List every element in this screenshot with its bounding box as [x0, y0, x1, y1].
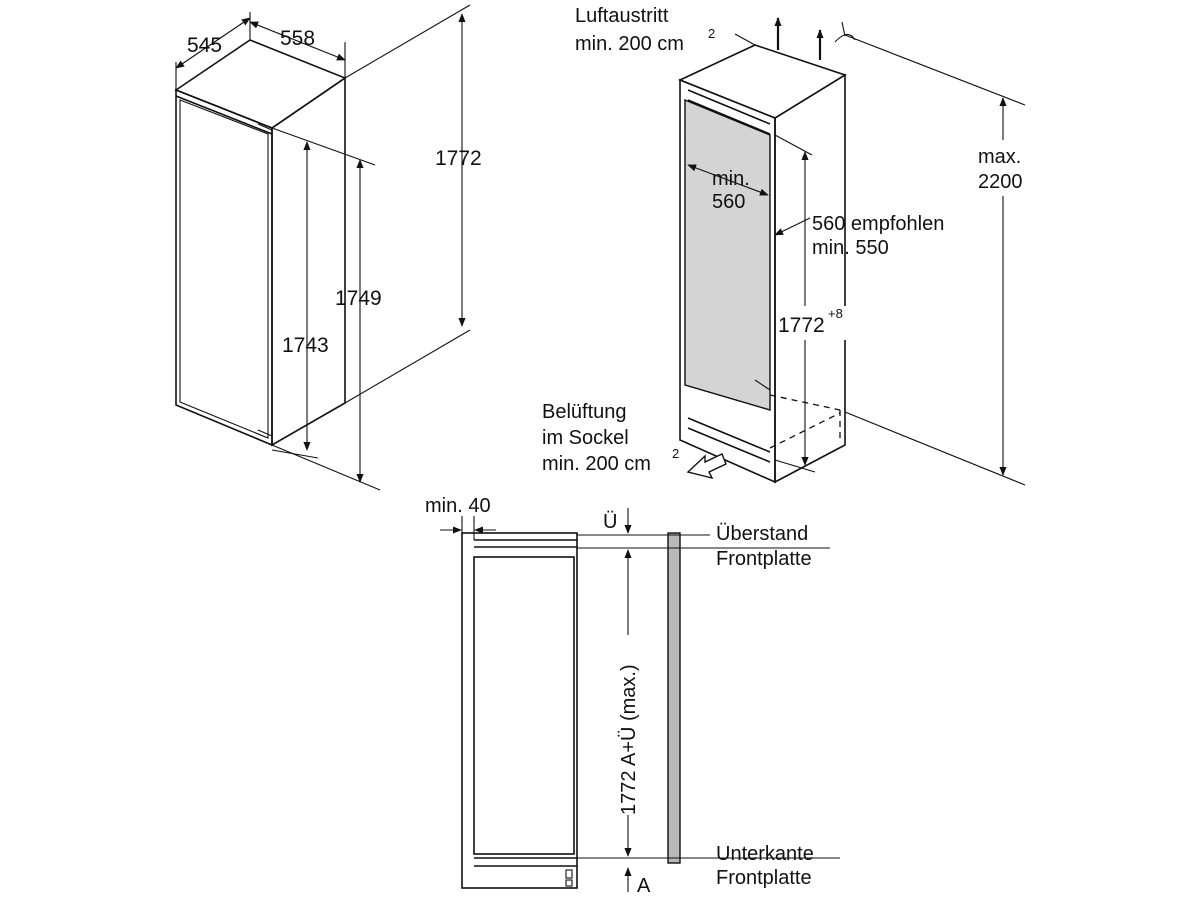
ventilation-line1: Belüftung [542, 401, 627, 423]
max-height-line2: 2200 [978, 171, 1023, 193]
ventilation-line2: im Sockel [542, 427, 629, 449]
side-height-label: 1749 [335, 287, 382, 310]
niche-cabinet [677, 44, 847, 484]
total-height-dimension: 1772 [344, 4, 482, 404]
door-height-label: 1743 [282, 334, 329, 357]
ventilation-line3: min. 200 cm [542, 453, 651, 475]
ventilation-arrow [686, 453, 727, 480]
door-height-dimension: 1743 [271, 141, 329, 459]
overhang-dimension: Ü Überstand Frontplatte [603, 508, 812, 570]
niche-back-wall [684, 98, 771, 411]
air-outlet-sup: 2 [708, 26, 715, 41]
total-height-label: 1772 [435, 147, 482, 170]
niche-depth-line1: 560 empfohlen [812, 213, 944, 235]
overhang-symbol: Ü [603, 511, 617, 533]
ventilation-sup: 2 [672, 446, 679, 461]
front-panel [667, 532, 681, 864]
niche-height-label: 1772 [778, 314, 825, 337]
niche-view: Luftaustritt min. 200 cm 2 min. 560 560 … [542, 5, 1037, 486]
appliance-body [174, 39, 347, 447]
niche-width-line1: min. [712, 168, 750, 190]
appliance-view: 545 558 1772 1749 1743 [174, 4, 482, 491]
gap-label: min. 40 [425, 495, 491, 517]
appliance-section [473, 539, 577, 887]
cabinet-wall [461, 532, 578, 889]
side-height-dimension: 1749 [271, 127, 382, 491]
depth-dimension: 545 [175, 12, 251, 90]
niche-width-line2: 560 [712, 191, 745, 213]
depth-label: 545 [187, 34, 222, 57]
lower-edge-label-line2: Frontplatte [716, 867, 812, 889]
air-outlet-line2: min. 200 cm [575, 33, 684, 55]
vertical-dimension-label: 1772 A+Ü (max.) [618, 664, 640, 815]
niche-depth-dimension: 560 empfohlen min. 550 [774, 213, 944, 259]
overhang-label-line2: Frontplatte [716, 548, 812, 570]
gap-dimension: min. 40 [425, 495, 496, 540]
front-view: min. 40 Ü Überstand Frontplatte 1772 A+Ü… [425, 495, 840, 897]
width-dimension: 558 [249, 21, 346, 78]
niche-height-dimension: 1772 +8 [774, 134, 846, 473]
width-label: 558 [280, 27, 315, 50]
lower-edge-label-line1: Unterkante [716, 843, 814, 865]
air-outlet: Luftaustritt min. 200 cm 2 [575, 5, 856, 60]
niche-depth-line2: min. 550 [812, 237, 889, 259]
max-height-dimension: max. 2200 [844, 34, 1037, 486]
base-symbol: A [637, 875, 651, 897]
niche-height-sup: +8 [828, 306, 843, 321]
max-height-line1: max. [978, 146, 1021, 168]
niche-width-dimension: min. 560 [687, 164, 769, 213]
ventilation-note: Belüftung im Sockel min. 200 cm 2 [542, 401, 727, 480]
air-outlet-line1: Luftaustritt [575, 5, 669, 27]
base-dimension: A Unterkante Frontplatte [624, 843, 814, 897]
overhang-label-line1: Überstand [716, 523, 808, 545]
vertical-dimension: 1772 A+Ü (max.) [614, 549, 642, 857]
